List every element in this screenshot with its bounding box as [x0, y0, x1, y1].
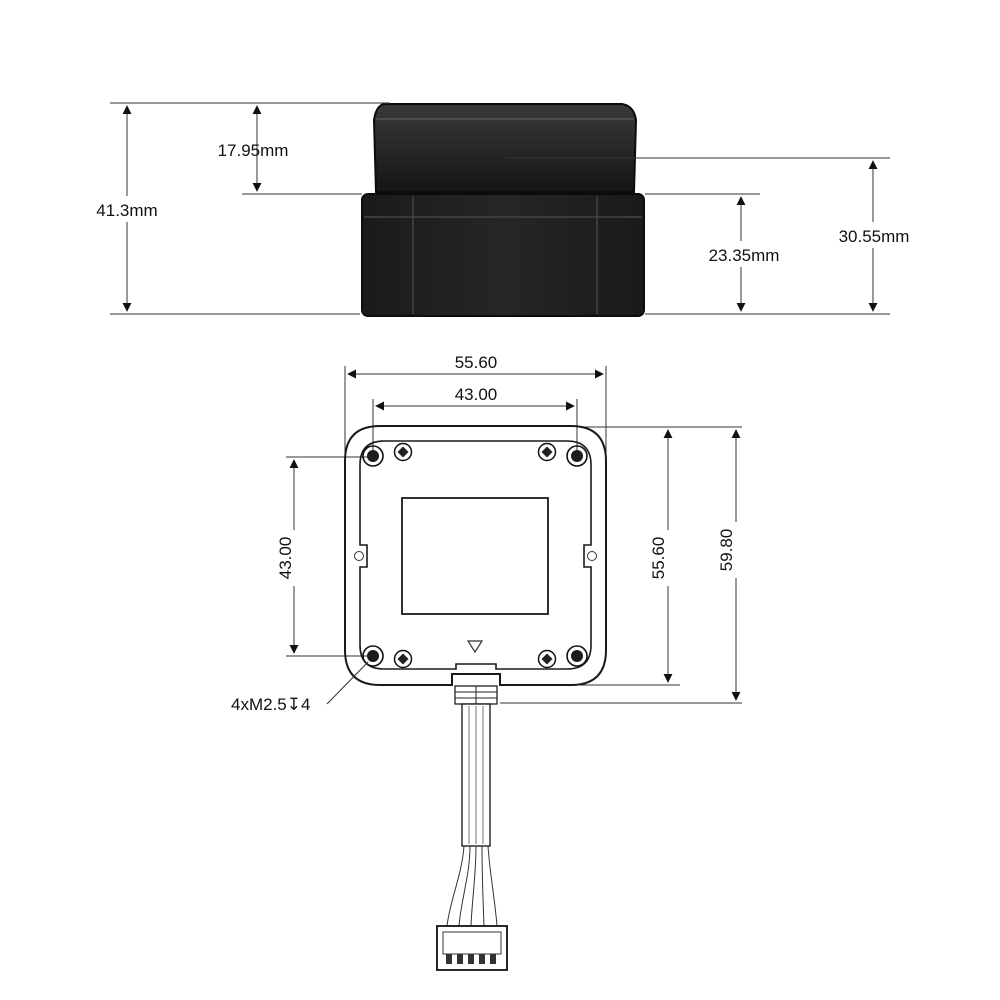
- screw-icon: [537, 649, 557, 669]
- cable: [446, 703, 498, 927]
- mounting-hole-bottom-right: [566, 645, 588, 667]
- mounting-holes: [362, 445, 588, 667]
- side-view: 41.3mm 17.95mm 23.35mm 30.55mm: [86, 102, 920, 317]
- mounting-hole-top-left: [362, 445, 384, 467]
- side-extension-lines: [110, 102, 890, 315]
- outer-width-label: 55.60: [455, 353, 498, 372]
- hole-spacing-x-label: 43.00: [455, 385, 498, 404]
- connector-height-label: 59.80: [717, 529, 736, 572]
- outer-height-label: 55.60: [649, 537, 668, 580]
- center-label-window: [401, 497, 549, 615]
- bottom-view: 55.60 43.00 43.00 55.60 59.80: [231, 353, 742, 971]
- screw-callout-leader: [326, 661, 369, 705]
- center-height-label: 30.55mm: [839, 227, 910, 246]
- sensor-side-body: [361, 103, 645, 317]
- cable-exit: [454, 685, 498, 705]
- bottom-extension-lines: [286, 366, 742, 704]
- base-height-label: 23.35mm: [709, 246, 780, 265]
- direction-triangle-icon: [466, 640, 484, 654]
- mounting-hole-bottom-left: [362, 645, 384, 667]
- sensor-bottom-plate: [344, 425, 607, 686]
- screw-spec-label: 4xM2.5↧4: [231, 695, 310, 714]
- screw-icon: [393, 442, 413, 462]
- total-height-label: 41.3mm: [96, 201, 157, 220]
- cap-height-label: 17.95mm: [218, 141, 289, 160]
- hole-spacing-y-label: 43.00: [276, 537, 295, 580]
- screw-icon: [393, 649, 413, 669]
- mounting-hole-top-right: [566, 445, 588, 467]
- cable-connector: [436, 925, 508, 971]
- screw-icon: [537, 442, 557, 462]
- case-screws: [393, 442, 557, 669]
